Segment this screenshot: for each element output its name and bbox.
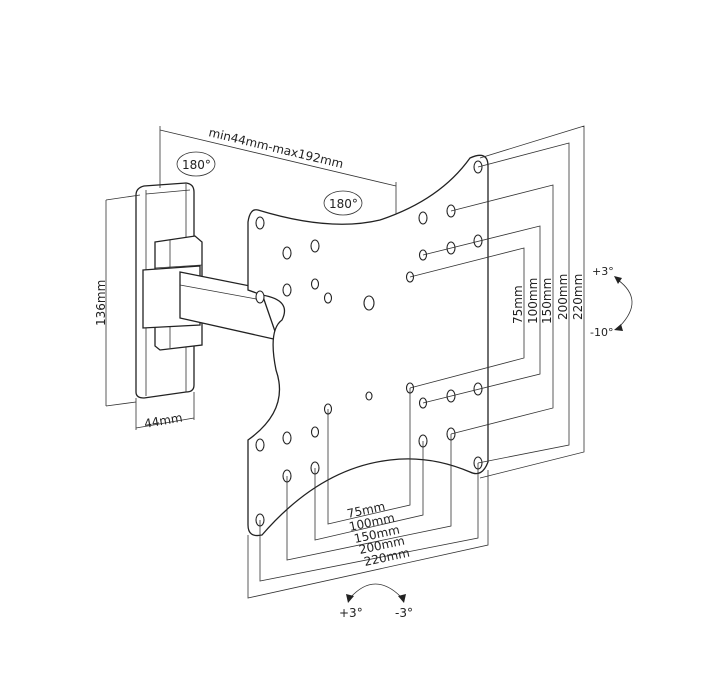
vesa-v-100: 100mm [526,278,540,324]
vesa-v-75: 75mm [511,285,525,324]
roll-indicator: +3° -3° [339,583,413,620]
height-label: 136mm [94,280,108,326]
height-dimension: 136mm [94,194,141,407]
vesa-v-200: 200mm [556,274,570,320]
roll-right-label: -3° [395,606,413,620]
vesa-vertical-dimensions: 75mm 100mm 150mm 200mm 220mm [409,125,585,479]
tilt-down-label: -10° [590,326,613,339]
vesa-v-150: 150mm [540,278,554,324]
vesa-horizontal-dimensions: 75mm 100mm 150mm 200mm 220mm [247,388,489,599]
tilt-indicator: +3° -10° [590,265,633,339]
vesa-v-220: 220mm [571,274,585,320]
roll-left-label: +3° [339,606,363,620]
roll-arrow-icon [349,583,403,599]
swivel-wall-label: 180° [182,158,211,172]
width-label: 44mm [143,410,184,430]
swivel-plate-indicator: 180° [323,190,363,216]
swivel-wall-indicator: 180° [176,151,216,177]
tilt-arrow-icon [617,279,633,327]
vesa-plate [247,154,489,537]
width-dimension: 44mm [135,392,195,431]
swivel-plate-label: 180° [329,197,358,211]
arm-extension-label: min44mm-max192mm [207,125,345,171]
tilt-up-label: +3° [592,265,614,278]
